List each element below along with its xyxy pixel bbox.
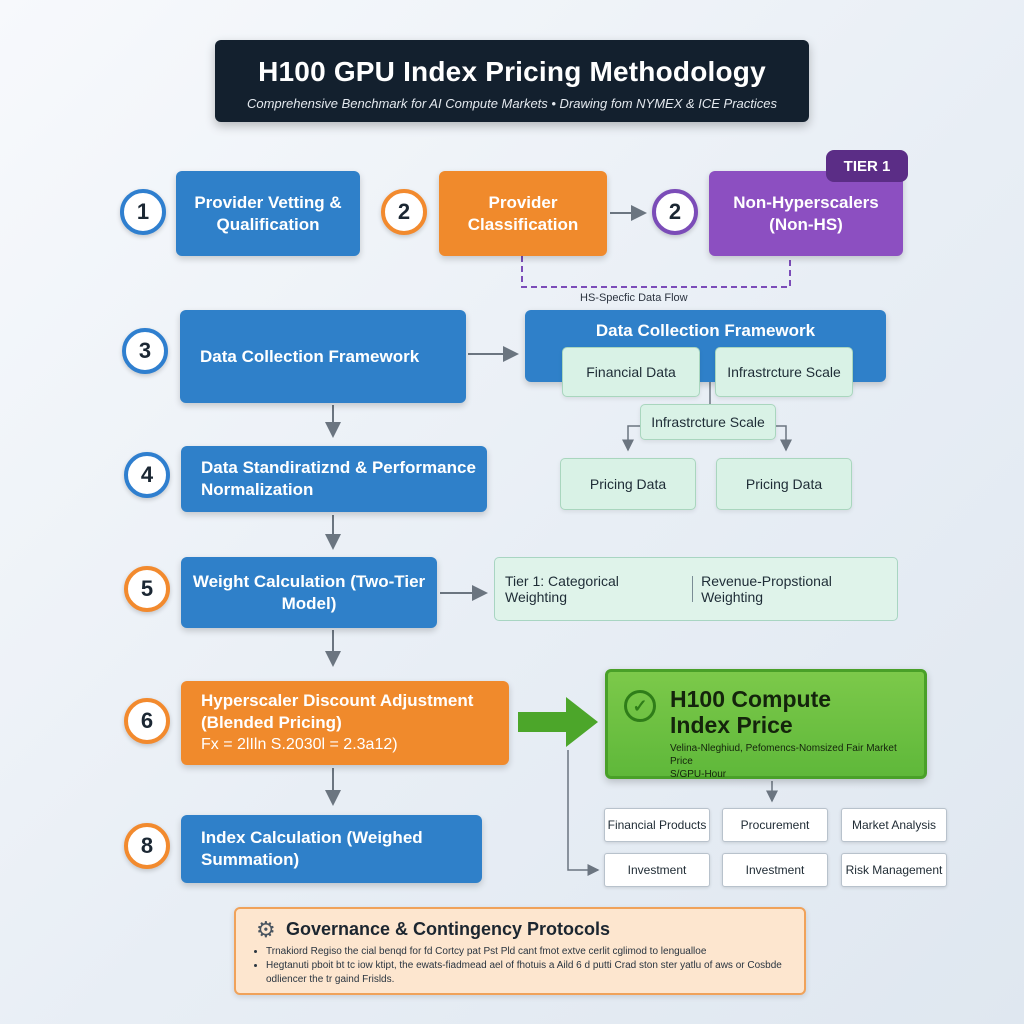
- step-6-label: Hyperscaler Discount Adjustment (Blended…: [201, 691, 474, 732]
- app-investment-1: Investment: [604, 853, 710, 887]
- app-financial-products: Financial Products: [604, 808, 710, 842]
- step-5-box: Weight Calculation (Two-Tier Model): [181, 557, 437, 628]
- page-title: H100 GPU Index Pricing Methodology: [258, 56, 766, 87]
- governance-panel: ⚙ Governance & Contingency Protocols Trn…: [234, 907, 806, 995]
- governance-bullet-2: Hegtanuti pboit bt tc iow ktipt, the ewa…: [266, 959, 796, 987]
- step-3-box: Data Collection Framework: [180, 310, 466, 403]
- infrastructure-scale-top-box: Infrastrcture Scale: [715, 347, 853, 397]
- index-price-subtitle: Velina-Nleghiud, Pefomencs-Nomsized Fair…: [670, 742, 922, 781]
- step-5-circle: 5: [124, 566, 170, 612]
- gear-icon: ⚙: [256, 917, 276, 942]
- step-2b-circle: 2: [652, 189, 698, 235]
- step-3-circle: 3: [122, 328, 168, 374]
- financial-data-box: Financial Data: [562, 347, 700, 397]
- hs-dashed-flow: [521, 256, 791, 288]
- check-icon: ✓: [624, 690, 656, 722]
- categorical-weighting-label: Tier 1: Categorical Weighting: [505, 573, 619, 605]
- tier-badge: TIER 1: [826, 150, 908, 182]
- infrastructure-scale-mid-box: Infrastrcture Scale: [640, 404, 776, 440]
- revenue-weighting-label: Revenue-Propstional Weighting: [701, 573, 832, 605]
- app-investment-2: Investment: [722, 853, 828, 887]
- nonhs-box: Non-Hyperscalers (Non-HS): [709, 171, 903, 256]
- governance-title: Governance & Contingency Protocols: [286, 919, 611, 939]
- index-price-subtitle-line1: Velina-Nleghiud, Pefomencs-Nomsized Fair…: [670, 743, 897, 767]
- infra-to-pricing-left: [622, 425, 640, 452]
- app-market-analysis: Market Analysis: [841, 808, 947, 842]
- step-6-circle: 6: [124, 698, 170, 744]
- app-procurement: Procurement: [722, 808, 828, 842]
- index-price-title: H100 Compute Index Price: [670, 686, 832, 738]
- step-1-box: Provider Vetting & Qualification: [176, 171, 360, 256]
- green-arrow-to-index: [518, 697, 598, 747]
- index-price-subtitle-line2: S/GPU-Hour: [670, 769, 727, 780]
- step-2-box: Provider Classification: [439, 171, 607, 256]
- arrow-to-investment: [567, 750, 600, 876]
- step-8-box: Index Calculation (Weighed Summation): [181, 815, 482, 883]
- index-price-box: ✓ H100 Compute Index Price Velina-Nleghi…: [605, 669, 927, 781]
- hs-flow-label: HS-Specfic Data Flow: [580, 292, 688, 304]
- infra-to-pricing-right: [775, 425, 792, 452]
- weighting-bar: Tier 1: Categorical Weighting Revenue-Pr…: [494, 557, 898, 621]
- page-subtitle: Comprehensive Benchmark for AI Compute M…: [246, 96, 778, 111]
- step-6-formula: Fx = 2lIln S.2030l = 2.3a12): [201, 736, 398, 753]
- step-6-box: Hyperscaler Discount Adjustment (Blended…: [181, 681, 509, 765]
- pricing-data-left-box: Pricing Data: [560, 458, 696, 510]
- weighting-divider: [692, 576, 694, 602]
- step-4-circle: 4: [124, 452, 170, 498]
- governance-bullets: Trnakiord Regiso the cial benqd for fd C…: [266, 945, 796, 987]
- app-risk-management: Risk Management: [841, 853, 947, 887]
- step-1-circle: 1: [120, 189, 166, 235]
- step-2-circle: 2: [381, 189, 427, 235]
- pricing-data-right-box: Pricing Data: [716, 458, 852, 510]
- governance-bullet-1: Trnakiord Regiso the cial benqd for fd C…: [266, 945, 796, 959]
- step-4-box: Data Standiratiznd & Performance Normali…: [181, 446, 487, 512]
- step-8-circle: 8: [124, 823, 170, 869]
- header-banner: H100 GPU Index Pricing Methodology Compr…: [215, 40, 809, 122]
